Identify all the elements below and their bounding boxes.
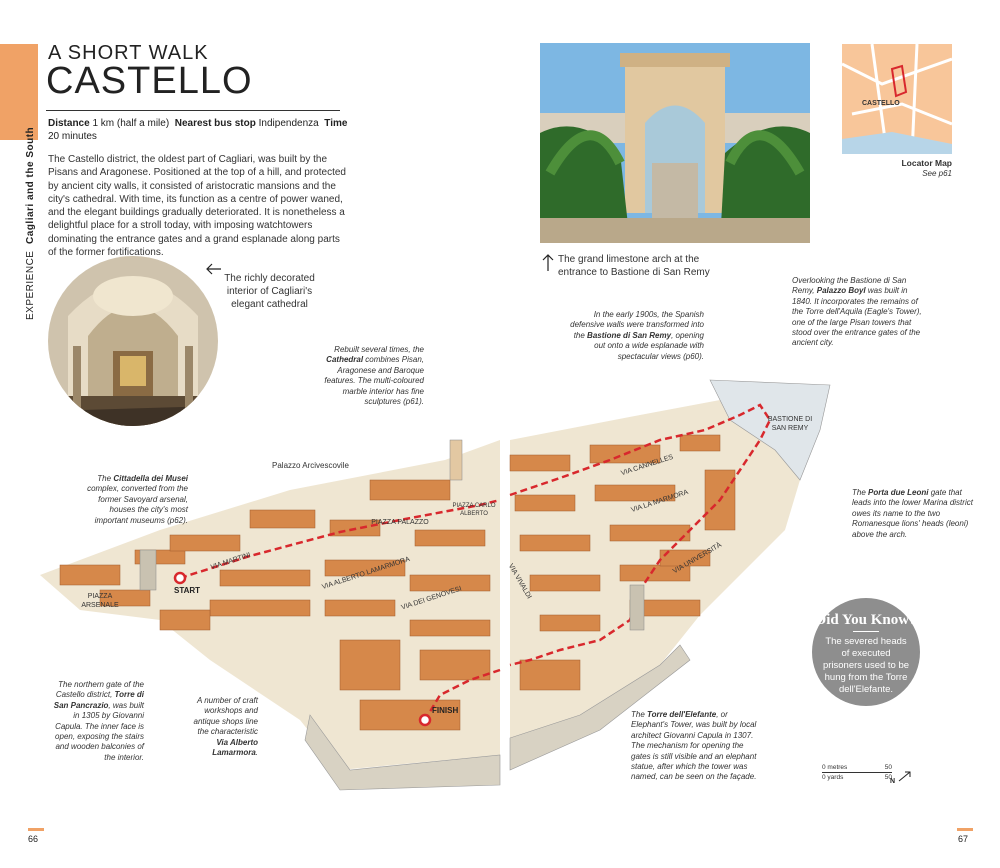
cittadella-annotation: The Cittadella dei Musei complex, conver…: [80, 474, 188, 526]
time-label: Time: [324, 118, 348, 129]
leoni-text-post: gate that leads into the lower Marina di…: [852, 488, 973, 539]
scale-metres-value: 50: [884, 764, 892, 771]
pancrazio-text-post: , was built in 1305 by Giovanni Capula. …: [55, 700, 144, 762]
bastione-text-post: , opening out onto a wide esplanade with…: [594, 330, 704, 361]
elefante-text-pre: The: [631, 710, 648, 719]
bastione-text-pre: In the early 1900s, the Spanish defensiv…: [570, 310, 704, 340]
boyl-text-post: was built in 1840. It incorporates the r…: [792, 286, 922, 348]
start-marker: [173, 571, 187, 585]
did-you-know-text: The severed heads of executed prisoners …: [822, 636, 910, 695]
bus-label: Nearest bus stop: [174, 118, 256, 129]
cathedral-photo: [48, 256, 218, 426]
locator-map: CASTELLO: [842, 44, 952, 154]
cathedral-photo-caption: The richly decorated interior of Cagliar…: [224, 273, 315, 310]
leoni-text-pre: The: [852, 488, 869, 497]
pancrazio-text-pre: The northern gate of the Castello distri…: [55, 680, 144, 700]
scale-yards: 0 yards: [822, 774, 844, 781]
region-name: Cagliari and the South: [25, 126, 36, 244]
cathedral-annotation: Rebuilt several times, the Cathedral com…: [320, 345, 424, 407]
distance-value: 1 km (half a mile): [92, 118, 170, 129]
palazzo-boyl-annotation: Overlooking the Bastione di San Remy, Pa…: [792, 276, 924, 349]
did-you-know-heading: Did You Know?: [815, 612, 917, 628]
finish-label: FINISH: [432, 706, 459, 715]
cathedral-text-bold: Cathedral: [326, 355, 364, 365]
did-you-know-badge: Did You Know? The severed heads of execu…: [812, 598, 920, 706]
cathedral-text-pre: Rebuilt several times, the: [334, 345, 424, 354]
palazzo-arcivescovile-annotation: Palazzo Arcivescovile: [272, 461, 349, 470]
north-arrow-icon: [898, 769, 912, 787]
kicker: A SHORT WALK: [48, 42, 209, 64]
scale-yards-value: 50: [884, 774, 892, 781]
arrow-left-icon: [206, 262, 222, 280]
leoni-text-bold: Porta due Leoni: [868, 488, 929, 497]
bastione-text-bold: Bastione di San Remy: [587, 330, 672, 340]
craft-text-bold: Via Alberto Lamarmora: [212, 737, 258, 758]
cathedral-text-post: combines Pisan, Aragonese and Baroque fe…: [324, 355, 424, 407]
cittadella-text-bold: Cittadella dei Musei: [113, 474, 188, 483]
bastione-label: BASTIONE DI SAN REMY: [767, 416, 813, 432]
boyl-text-pre: Overlooking the Bastione di San Remy,: [792, 276, 907, 296]
time-value: 20 minutes: [48, 131, 97, 142]
craft-text-post: .: [255, 748, 258, 758]
intro-paragraph: The Castello district, the oldest part o…: [48, 154, 346, 259]
torre-pancrazio-annotation: The northern gate of the Castello distri…: [52, 680, 144, 763]
arch-photo: [540, 43, 810, 243]
locator-place: CASTELLO: [862, 100, 900, 107]
page-bar-left: [28, 828, 44, 831]
section-tab: [0, 44, 38, 140]
scale-metres: 0 metres: [822, 764, 848, 771]
piazza-carlo-alberto-label: PIAZZA CARLO ALBERTO: [452, 503, 496, 517]
north-label: N: [890, 778, 896, 785]
locator-ref: See p61: [922, 169, 952, 178]
craft-text-pre: A number of craft workshops and antique …: [193, 696, 259, 737]
piazza-palazzo-label: PIAZZA PALAZZO: [371, 519, 429, 526]
arrow-up-icon: [542, 254, 554, 277]
cittadella-text-pre: The: [97, 474, 114, 483]
scale-bar: 0 metres 50 0 yards 50: [822, 764, 892, 781]
page-number-left: 66: [28, 834, 39, 844]
elefante-text-post: , or Elephant's Tower, was built by loca…: [631, 710, 757, 782]
walk-meta: Distance 1 km (half a mile) Nearest bus …: [48, 117, 348, 143]
finish-marker: [418, 713, 432, 727]
boyl-text-bold: Palazzo Boyl: [816, 286, 866, 296]
bus-value: Indipendenza: [258, 118, 319, 129]
porta-leoni-annotation: The Porta due Leoni gate that leads into…: [852, 488, 980, 540]
section-side-label: EXPERIENCE Cagliari and the South: [3, 127, 36, 350]
piazza-arsenale-label: PIAZZA ARSENALE: [81, 593, 119, 609]
page-bar-right: [957, 828, 973, 831]
craft-annotation: A number of craft workshops and antique …: [186, 696, 259, 758]
page-number-right: 67: [958, 834, 969, 844]
arch-photo-caption: The grand limestone arch at the entrance…: [558, 254, 710, 278]
bastione-annotation: In the early 1900s, the Spanish defensiv…: [566, 310, 704, 362]
walk-map: START FINISH PIAZZA ARSENALE VIA MARTINI…: [40, 360, 840, 800]
start-label: START: [174, 586, 201, 595]
distance-label: Distance: [48, 118, 90, 129]
torre-elefante-annotation: The Torre dell'Elefante, or Elephant's T…: [631, 710, 759, 783]
page-title: CASTELLO: [46, 60, 253, 102]
elefante-text-bold: Torre dell'Elefante: [647, 710, 717, 719]
locator-label: Locator Map: [901, 158, 952, 168]
title-rule: [46, 110, 340, 111]
section-name: EXPERIENCE: [25, 250, 36, 320]
did-you-know-rule: [853, 631, 879, 632]
cittadella-text-post: complex, converted from the former Savoy…: [87, 484, 188, 525]
pancrazio-text-bold: Torre di San Pancrazio: [53, 690, 144, 710]
